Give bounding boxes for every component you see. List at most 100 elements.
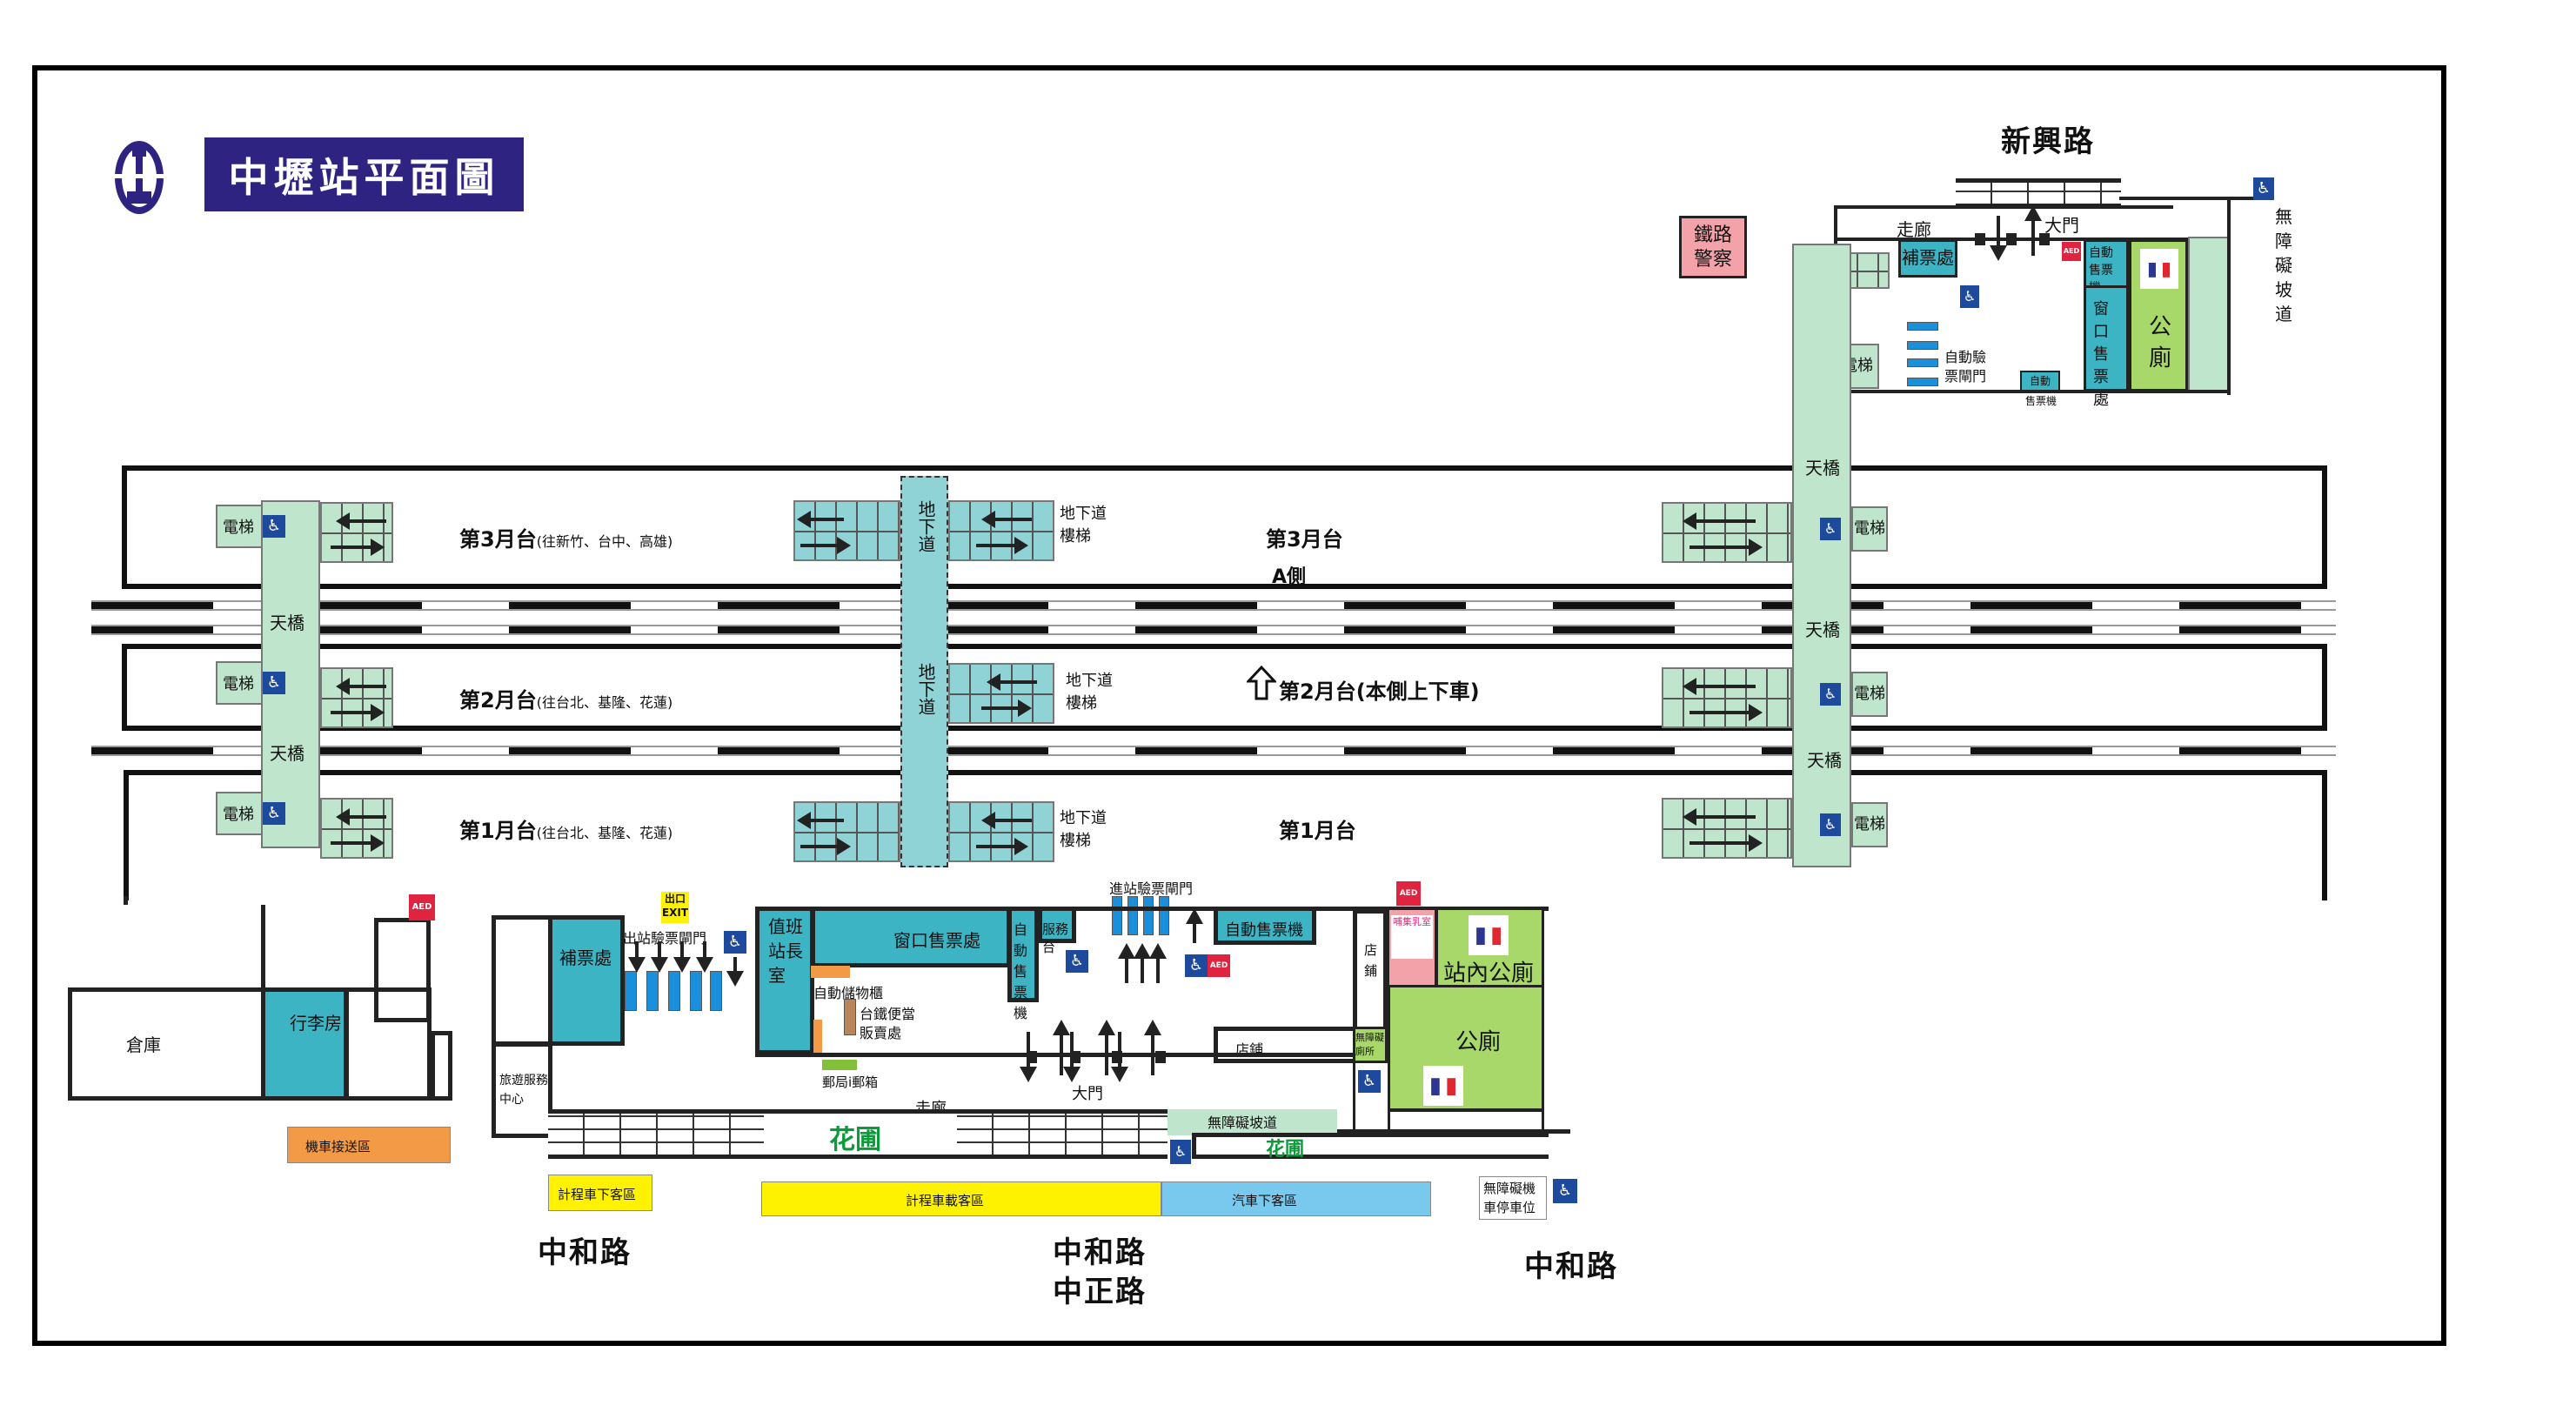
toilet-north[interactable]: ▮▮ 公廁 (2129, 239, 2188, 392)
lockers[interactable] (811, 966, 850, 978)
elevator-p1-west[interactable]: 電梯 (216, 792, 263, 835)
underpass-stairs-label: 地下道樓梯 (1066, 672, 1113, 713)
wheelchair-icon: ♿ (1820, 813, 1841, 836)
accessible-toilet[interactable]: 無障礙廁所 (1353, 1027, 1388, 1063)
elevator-p3-east[interactable]: 電梯 (1851, 506, 1888, 552)
underpass-stairs-p1-east (948, 801, 1054, 862)
shop[interactable]: 店鋪 (1214, 1027, 1357, 1063)
ramp-label-north: 無障礙坡道 (2275, 206, 2292, 325)
elevator-p2-east[interactable]: 電梯 (1851, 672, 1888, 717)
tourist-service-center[interactable]: 旅遊服務中心 (492, 1042, 552, 1138)
taxi-pickup-zone: 計程車載客區 (761, 1181, 1161, 1216)
wheelchair-icon: ♿ (1820, 518, 1841, 540)
track-2 (91, 625, 2336, 635)
entry-gate[interactable] (1143, 896, 1154, 935)
road-label-south-west: 中和路 (538, 1235, 632, 1270)
platform-2-name: 第2月台 (459, 688, 537, 713)
gate[interactable] (1907, 322, 1938, 331)
platform-1 (124, 770, 2327, 900)
entry-gate[interactable] (1159, 896, 1169, 935)
station-master-office[interactable]: 值班站長室 (755, 907, 814, 1054)
exit-gate[interactable] (668, 971, 680, 1011)
underpass[interactable] (900, 476, 948, 867)
north-entrance-steps (1956, 178, 2121, 208)
wheelchair-icon: ♿ (1170, 1140, 1191, 1164)
gate[interactable] (1907, 341, 1938, 350)
ramp-south[interactable]: 無障礙坡道 (1168, 1109, 1337, 1135)
up-arrow-icon (1247, 666, 1276, 700)
ticket-machine-vertical[interactable]: 自動售票機 (1007, 907, 1039, 1021)
stairs-p2-west (320, 667, 393, 728)
post-box[interactable] (822, 1060, 857, 1070)
page-title: 中壢站平面圖 (204, 137, 524, 211)
entry-gate[interactable] (1127, 896, 1138, 935)
elevator-p2-west[interactable]: 電梯 (216, 661, 263, 705)
platform-1-destination: (往台北、基隆、花蓮) (536, 825, 673, 841)
platform-3-label: 第3月台(往新竹、台中、高雄) (459, 522, 672, 552)
wheelchair-icon: ♿ (1553, 1179, 1577, 1203)
taxi-dropoff-zone: 計程車下客區 (548, 1175, 652, 1211)
wheelchair-icon: ♿ (263, 515, 285, 538)
gate[interactable] (1907, 378, 1938, 386)
luggage-room[interactable]: 行李房 (261, 987, 348, 1101)
shop-vertical[interactable]: 店鋪 (1353, 909, 1388, 1031)
platform-1-center-label: 第1月台 (1279, 819, 1356, 843)
station-toilet[interactable]: ▮▮ 站內公廁 (1435, 907, 1544, 987)
entry-gate[interactable] (1112, 896, 1122, 935)
public-toilet[interactable]: 公廁 ▮▮ (1388, 985, 1544, 1111)
aed-icon: AED (1396, 881, 1421, 906)
stairs-p1-west (320, 798, 393, 859)
railway-police-office[interactable]: 鐵路警察 (1679, 216, 1747, 278)
nursing-room[interactable]: 哺集乳室 (1387, 907, 1437, 987)
room-unlabeled (374, 918, 431, 1022)
stairs-p1-east (1662, 798, 1792, 859)
fare-adjustment-office-south[interactable]: 補票處 (548, 915, 625, 1046)
ticket-window-north[interactable]: 窗口售票處 (2084, 285, 2129, 409)
gate[interactable] (1907, 358, 1938, 367)
road-label-north: 新興路 (2001, 124, 2095, 159)
wheelchair-icon: ♿ (724, 931, 746, 954)
overpass-east[interactable] (1792, 244, 1851, 867)
ticket-vending-machine-north[interactable]: 自動售票機 (2084, 239, 2129, 295)
elevator-p1-east[interactable]: 電梯 (1851, 802, 1888, 847)
platform-3 (122, 465, 2327, 589)
ticket-vending-machines-south[interactable]: 自動售票機 (1214, 907, 1316, 945)
ramp-north[interactable] (2188, 237, 2230, 393)
underpass-stairs-p1-west (793, 801, 900, 862)
service-desk[interactable]: 服務台 (1038, 907, 1076, 955)
overpass-label: 天橋 (270, 743, 304, 764)
bento-stand[interactable] (844, 999, 856, 1035)
road-label-south-east: 中和路 (1524, 1249, 1618, 1284)
lockers-label: 自動儲物櫃 (813, 985, 884, 1001)
wheelchair-icon: ♿ (1358, 1070, 1381, 1093)
platform-2 (122, 644, 2327, 731)
ticket-window-south[interactable]: 窗口售票處 (811, 907, 1011, 967)
ticket-machine-small[interactable]: 自動 (2020, 371, 2060, 392)
arrow-in-icon (1990, 216, 2007, 261)
warehouse[interactable]: 倉庫 (68, 987, 270, 1101)
garden-east: 花圃 (1192, 1133, 1549, 1161)
road-label-south-center: 中和路 (1053, 1235, 1147, 1270)
exit-gate[interactable] (625, 971, 637, 1011)
stairs-p2-east (1662, 667, 1792, 728)
underpass-stairs-p3-west (793, 500, 900, 561)
restroom-icon: ▮▮ (2140, 249, 2178, 289)
underpass-stairs-p2 (948, 663, 1054, 724)
exit-gate[interactable] (690, 971, 702, 1011)
underpass-stairs-label: 地下道樓梯 (1060, 505, 1107, 546)
elevator-p3-west[interactable]: 電梯 (216, 505, 263, 548)
exit-gate[interactable] (710, 971, 722, 1011)
wheelchair-icon: ♿ (1185, 954, 1208, 977)
wheelchair-icon: ♿ (1820, 683, 1841, 706)
exit-gate[interactable] (646, 971, 659, 1011)
entrance-steps-center (957, 1109, 1168, 1159)
toilet-label: 公廁 (2149, 314, 2172, 371)
fare-adjustment-office-north[interactable]: 補票處 (1898, 239, 1957, 278)
underpass-label: 地下道 (915, 663, 936, 715)
post-box-label: 郵局i郵箱 (822, 1074, 879, 1090)
wheelchair-icon: ♿ (263, 802, 285, 825)
overpass-label: 天橋 (1807, 750, 1842, 771)
wheelchair-icon: ♿ (1960, 285, 1979, 308)
platform-1-name: 第1月台 (459, 819, 537, 843)
platform-3-center-label: 第3月台 (1266, 527, 1343, 552)
